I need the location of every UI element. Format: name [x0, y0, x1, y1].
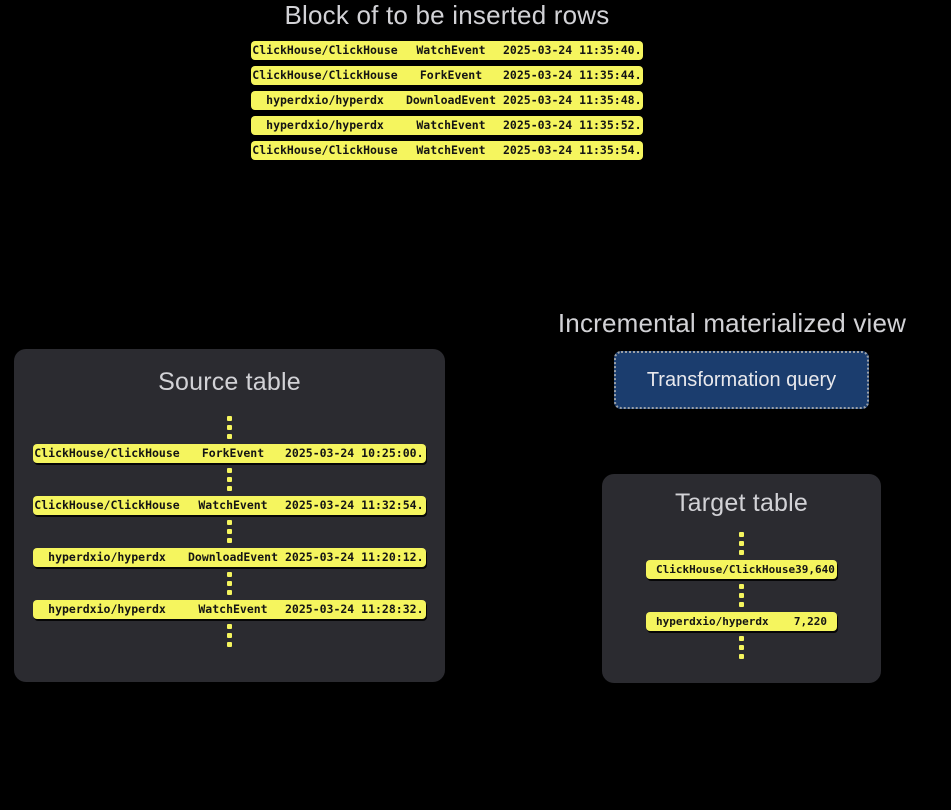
row-time: 2025-03-24 11:20:12 — [285, 549, 417, 564]
row-event: DownloadEvent — [187, 549, 278, 564]
row-event: WatchEvent — [416, 117, 486, 132]
row-more: ... — [416, 601, 426, 616]
row-event: DownloadEvent — [405, 92, 496, 107]
table-row: ClickHouse/ClickHouse WatchEvent 2025-03-2… — [33, 496, 426, 515]
separator-dot — [739, 584, 744, 589]
separator-dot — [227, 486, 232, 491]
separator-dot — [739, 602, 744, 607]
row-time: 2025-03-24 11:35:54 — [503, 142, 635, 157]
row-count: 39,640 — [795, 563, 835, 576]
row-separator-dots — [227, 619, 232, 652]
row-more: ... — [416, 445, 426, 460]
separator-dot — [227, 572, 232, 577]
row-event: ForkEvent — [419, 67, 483, 82]
transformation-query-box[interactable]: Transformation query — [614, 351, 869, 409]
row-time: 2025-03-24 11:35:52 — [503, 117, 635, 132]
row-time: 2025-03-24 11:35:44 — [503, 67, 635, 82]
table-row: ClickHouse/ClickHouse WatchEvent 2025-03-2… — [251, 41, 643, 60]
row-repo: ClickHouse/ClickHouse — [34, 445, 180, 460]
separator-dot — [739, 636, 744, 641]
separator-dot — [739, 645, 744, 650]
row-repo: hyperdxio/hyperdx — [266, 92, 384, 107]
separator-dot — [739, 532, 744, 537]
separator-dot — [227, 633, 232, 638]
separator-dot — [739, 593, 744, 598]
row-time: 2025-03-24 11:35:40 — [503, 42, 635, 57]
inserted-rows-block: Block of to be inserted rows ClickHouse/… — [251, 0, 643, 160]
row-count: 7,220 — [793, 615, 827, 628]
table-row: hyperdxio/hyperdx WatchEvent 2025-03-24 11… — [33, 600, 426, 619]
row-repo: ClickHouse/ClickHouse — [252, 67, 398, 82]
row-repo: ClickHouse/ClickHouse — [34, 497, 180, 512]
row-repo: ClickHouse/ClickHouse — [252, 142, 398, 157]
row-more: ... — [634, 42, 643, 57]
table-row: hyperdxio/hyperdx WatchEvent 2025-03-24 11… — [251, 116, 643, 135]
source-table-title: Source table — [158, 368, 301, 396]
row-repo: ClickHouse/ClickHouse — [656, 563, 796, 576]
separator-dot — [227, 520, 232, 525]
separator-dot — [739, 550, 744, 555]
separator-dot — [227, 529, 232, 534]
row-more: ... — [416, 497, 426, 512]
row-separator-dots — [227, 463, 232, 496]
row-time: 2025-03-24 11:32:54 — [285, 497, 417, 512]
source-table-panel: Source table ClickHouse/ClickHouse ForkEv… — [14, 349, 445, 682]
row-event: WatchEvent — [198, 601, 268, 616]
separator-dot — [227, 624, 232, 629]
row-separator-dots — [739, 631, 744, 664]
table-row: hyperdxio/hyperdx DownloadEvent 2025-03-24… — [33, 548, 426, 567]
row-more: ... — [634, 142, 643, 157]
separator-dot — [227, 538, 232, 543]
row-more: ... — [634, 117, 643, 132]
row-more: ... — [634, 92, 643, 107]
table-row: ClickHouse/ClickHouse WatchEvent 2025-03-2… — [251, 141, 643, 160]
row-separator-dots — [227, 567, 232, 600]
transformation-query-label: Transformation query — [646, 368, 837, 391]
row-separator-dots — [227, 515, 232, 548]
row-separator-dots — [739, 579, 744, 612]
row-separator-dots — [227, 411, 232, 444]
row-more: ... — [634, 67, 643, 82]
separator-dot — [227, 425, 232, 430]
separator-dot — [227, 434, 232, 439]
row-time: 2025-03-24 10:25:00 — [285, 445, 417, 460]
row-event: ForkEvent — [201, 445, 265, 460]
row-time: 2025-03-24 11:35:48 — [503, 92, 635, 107]
target-table-title: Target table — [674, 489, 809, 517]
row-repo: hyperdxio/hyperdx — [656, 615, 769, 628]
table-row: hyperdxio/hyperdx 7,220 — [646, 612, 837, 631]
materialized-view-title: Incremental materialized view — [557, 308, 907, 338]
separator-dot — [227, 590, 232, 595]
separator-dot — [739, 541, 744, 546]
separator-dot — [227, 477, 232, 482]
row-event: WatchEvent — [416, 142, 486, 157]
separator-dot — [739, 654, 744, 659]
row-repo: hyperdxio/hyperdx — [48, 549, 166, 564]
row-repo: hyperdxio/hyperdx — [266, 117, 384, 132]
row-event: WatchEvent — [416, 42, 486, 57]
table-row: hyperdxio/hyperdx DownloadEvent 2025-03-24… — [251, 91, 643, 110]
table-row: ClickHouse/ClickHouse ForkEvent 2025-03-24… — [251, 66, 643, 85]
row-more: ... — [416, 549, 426, 564]
separator-dot — [227, 581, 232, 586]
row-time: 2025-03-24 11:28:32 — [285, 601, 417, 616]
separator-dot — [227, 642, 232, 647]
separator-dot — [227, 416, 232, 421]
row-separator-dots — [739, 527, 744, 560]
inserted-rows-title: Block of to be inserted rows — [284, 0, 610, 30]
separator-dot — [227, 468, 232, 473]
row-event: WatchEvent — [198, 497, 268, 512]
table-row: ClickHouse/ClickHouse ForkEvent 2025-03-24… — [33, 444, 426, 463]
source-table-rows: ClickHouse/ClickHouse ForkEvent 2025-03-24… — [14, 411, 445, 652]
row-repo: hyperdxio/hyperdx — [48, 601, 166, 616]
row-repo: ClickHouse/ClickHouse — [252, 42, 398, 57]
